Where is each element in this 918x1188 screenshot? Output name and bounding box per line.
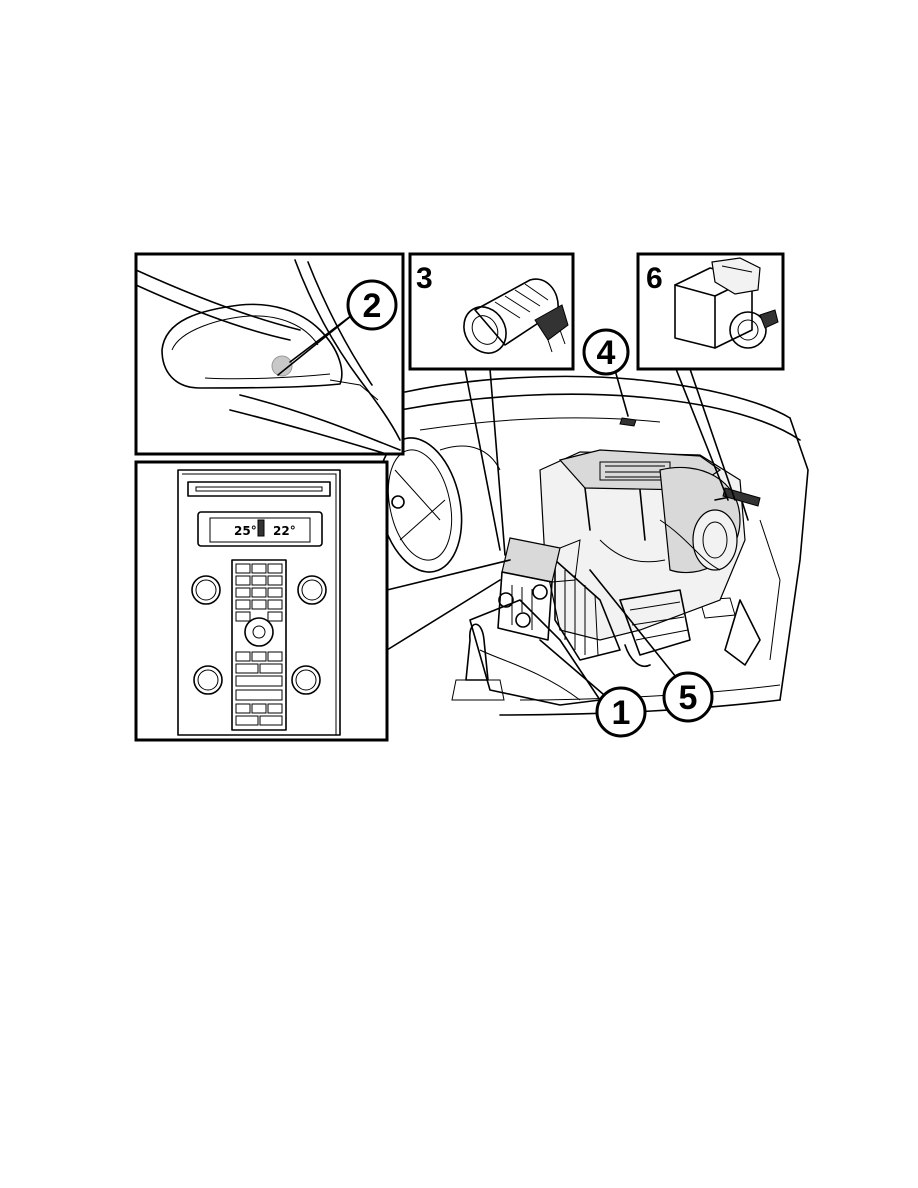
callout-6-label: 6 — [646, 262, 663, 295]
climate-control-module — [497, 537, 581, 641]
keypad-buttons — [235, 563, 283, 726]
dashboard-illustration — [377, 375, 809, 716]
callout-5: 5 — [662, 671, 714, 723]
callout-1: 1 — [595, 686, 647, 738]
callout-3-label: 3 — [416, 262, 433, 295]
right-temp-readout: 22° — [273, 524, 296, 538]
leader-lines — [277, 311, 736, 701]
control-panel-inset: 25° 22° — [134, 460, 389, 742]
mirror-sensor — [271, 355, 293, 377]
left-temp-readout: 25° — [234, 524, 257, 538]
component-6-inset: 6 — [636, 252, 785, 371]
svg-text:4: 4 — [597, 334, 616, 372]
hvac-housing — [539, 449, 761, 667]
svg-text:1: 1 — [612, 694, 631, 732]
component-3-inset: 3 — [408, 252, 575, 371]
svg-text:5: 5 — [679, 679, 698, 717]
callout-4: 4 — [582, 328, 630, 376]
svg-text:2: 2 — [363, 287, 382, 325]
callout-2: 2 — [346, 279, 398, 331]
